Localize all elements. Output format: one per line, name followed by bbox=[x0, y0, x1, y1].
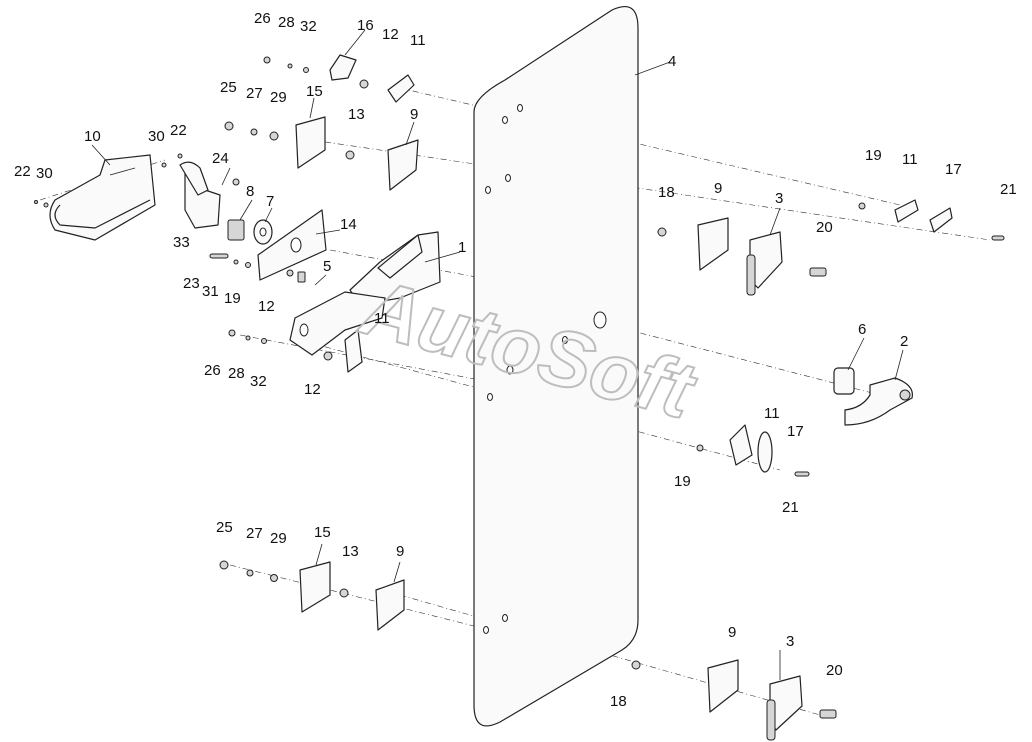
callout-22a: 22 bbox=[170, 122, 187, 139]
fasteners bbox=[34, 56, 1005, 719]
plate-15-upper bbox=[295, 116, 326, 169]
hinge-3-upper-pin bbox=[746, 254, 756, 296]
handle-2-knob bbox=[899, 389, 911, 401]
bracket-16 bbox=[329, 54, 357, 81]
callout-9d: 9 bbox=[728, 624, 736, 641]
callout-33: 33 bbox=[173, 234, 190, 251]
callout-16: 16 bbox=[357, 17, 374, 34]
callout-23: 23 bbox=[183, 275, 200, 292]
callout-29b: 29 bbox=[270, 530, 287, 547]
callout-3b: 3 bbox=[786, 633, 794, 650]
plate-9-upper bbox=[387, 139, 419, 191]
callout-31: 31 bbox=[202, 283, 219, 300]
callout-30b: 30 bbox=[36, 165, 53, 182]
callout-12c: 12 bbox=[304, 381, 321, 398]
washer-7-hole bbox=[259, 227, 267, 237]
latch-mechanism-33 bbox=[179, 161, 240, 229]
plate-14-hole bbox=[290, 237, 302, 253]
callout-28a: 28 bbox=[278, 14, 295, 31]
callout-26a: 26 bbox=[254, 10, 271, 27]
callout-1: 1 bbox=[458, 239, 466, 256]
callout-26b: 26 bbox=[204, 362, 221, 379]
callout-18b: 18 bbox=[610, 693, 627, 710]
plate-17-right-middle bbox=[757, 431, 773, 473]
callout-10: 10 bbox=[84, 128, 101, 145]
leader-lines bbox=[91, 29, 904, 680]
callout-8: 8 bbox=[246, 183, 254, 200]
callout-3a: 3 bbox=[775, 190, 783, 207]
callout-30a: 30 bbox=[148, 128, 165, 145]
callout-7: 7 bbox=[266, 193, 274, 210]
callout-14: 14 bbox=[340, 216, 357, 233]
plate-15-lower bbox=[299, 561, 331, 613]
callout-17a: 17 bbox=[945, 161, 962, 178]
bracket-10 bbox=[49, 154, 156, 241]
callout-6: 6 bbox=[858, 321, 866, 338]
callout-29a: 29 bbox=[270, 89, 287, 106]
callout-9b: 9 bbox=[714, 180, 722, 197]
callout-4: 4 bbox=[668, 53, 676, 70]
bracket-5 bbox=[289, 291, 386, 356]
callout-18a: 18 bbox=[658, 184, 675, 201]
callout-20b: 20 bbox=[826, 662, 843, 679]
panel-holes bbox=[483, 104, 607, 634]
callout-21a: 21 bbox=[1000, 181, 1017, 198]
callout-28b: 28 bbox=[228, 365, 245, 382]
callout-25b: 25 bbox=[216, 519, 233, 536]
callout-11a: 11 bbox=[410, 32, 426, 49]
callout-11b: 11 bbox=[902, 151, 918, 168]
callout-32a: 32 bbox=[300, 18, 317, 35]
callout-13b: 13 bbox=[342, 543, 359, 560]
callout-17b: 17 bbox=[787, 423, 804, 440]
callout-19a: 19 bbox=[865, 147, 882, 164]
panel-4 bbox=[473, 6, 639, 727]
callout-32b: 32 bbox=[250, 373, 267, 390]
plate-9-right-upper bbox=[697, 217, 729, 271]
callout-20a: 20 bbox=[816, 219, 833, 236]
gasket-6 bbox=[833, 367, 855, 395]
plate-11-right-upper bbox=[894, 199, 919, 223]
nut-8 bbox=[227, 219, 245, 241]
callout-12b: 12 bbox=[258, 298, 275, 315]
callout-11c: 11 bbox=[374, 310, 390, 327]
callout-13a: 13 bbox=[348, 106, 365, 123]
callout-19b: 19 bbox=[224, 290, 241, 307]
hinge-3-lower-pin bbox=[766, 699, 776, 741]
callout-2: 2 bbox=[900, 333, 908, 350]
callout-5: 5 bbox=[323, 258, 331, 275]
callout-15a: 15 bbox=[306, 83, 323, 100]
callout-22b: 22 bbox=[14, 163, 31, 180]
callout-9c: 9 bbox=[396, 543, 404, 560]
callout-12a: 12 bbox=[382, 26, 399, 43]
plate-17-right-upper bbox=[929, 207, 953, 233]
callout-21b: 21 bbox=[782, 499, 799, 516]
plate-9-lower-left bbox=[375, 579, 405, 631]
plate-11-right-middle bbox=[729, 424, 753, 466]
plate-9-right-lower bbox=[707, 659, 739, 713]
callout-25a: 25 bbox=[220, 79, 237, 96]
handle-2 bbox=[844, 377, 913, 426]
callout-24: 24 bbox=[212, 150, 229, 167]
callout-15b: 15 bbox=[314, 524, 331, 541]
callout-labels: 1 2 3 3 4 5 6 7 8 9 9 9 9 10 11 11 11 11… bbox=[14, 10, 1017, 710]
plate-11-center bbox=[344, 329, 363, 373]
plate-11-upper bbox=[387, 74, 415, 103]
callout-27a: 27 bbox=[246, 85, 263, 102]
callout-9a: 9 bbox=[410, 106, 418, 123]
callout-19c: 19 bbox=[674, 473, 691, 490]
callout-11d: 11 bbox=[764, 405, 780, 422]
callout-27b: 27 bbox=[246, 525, 263, 542]
